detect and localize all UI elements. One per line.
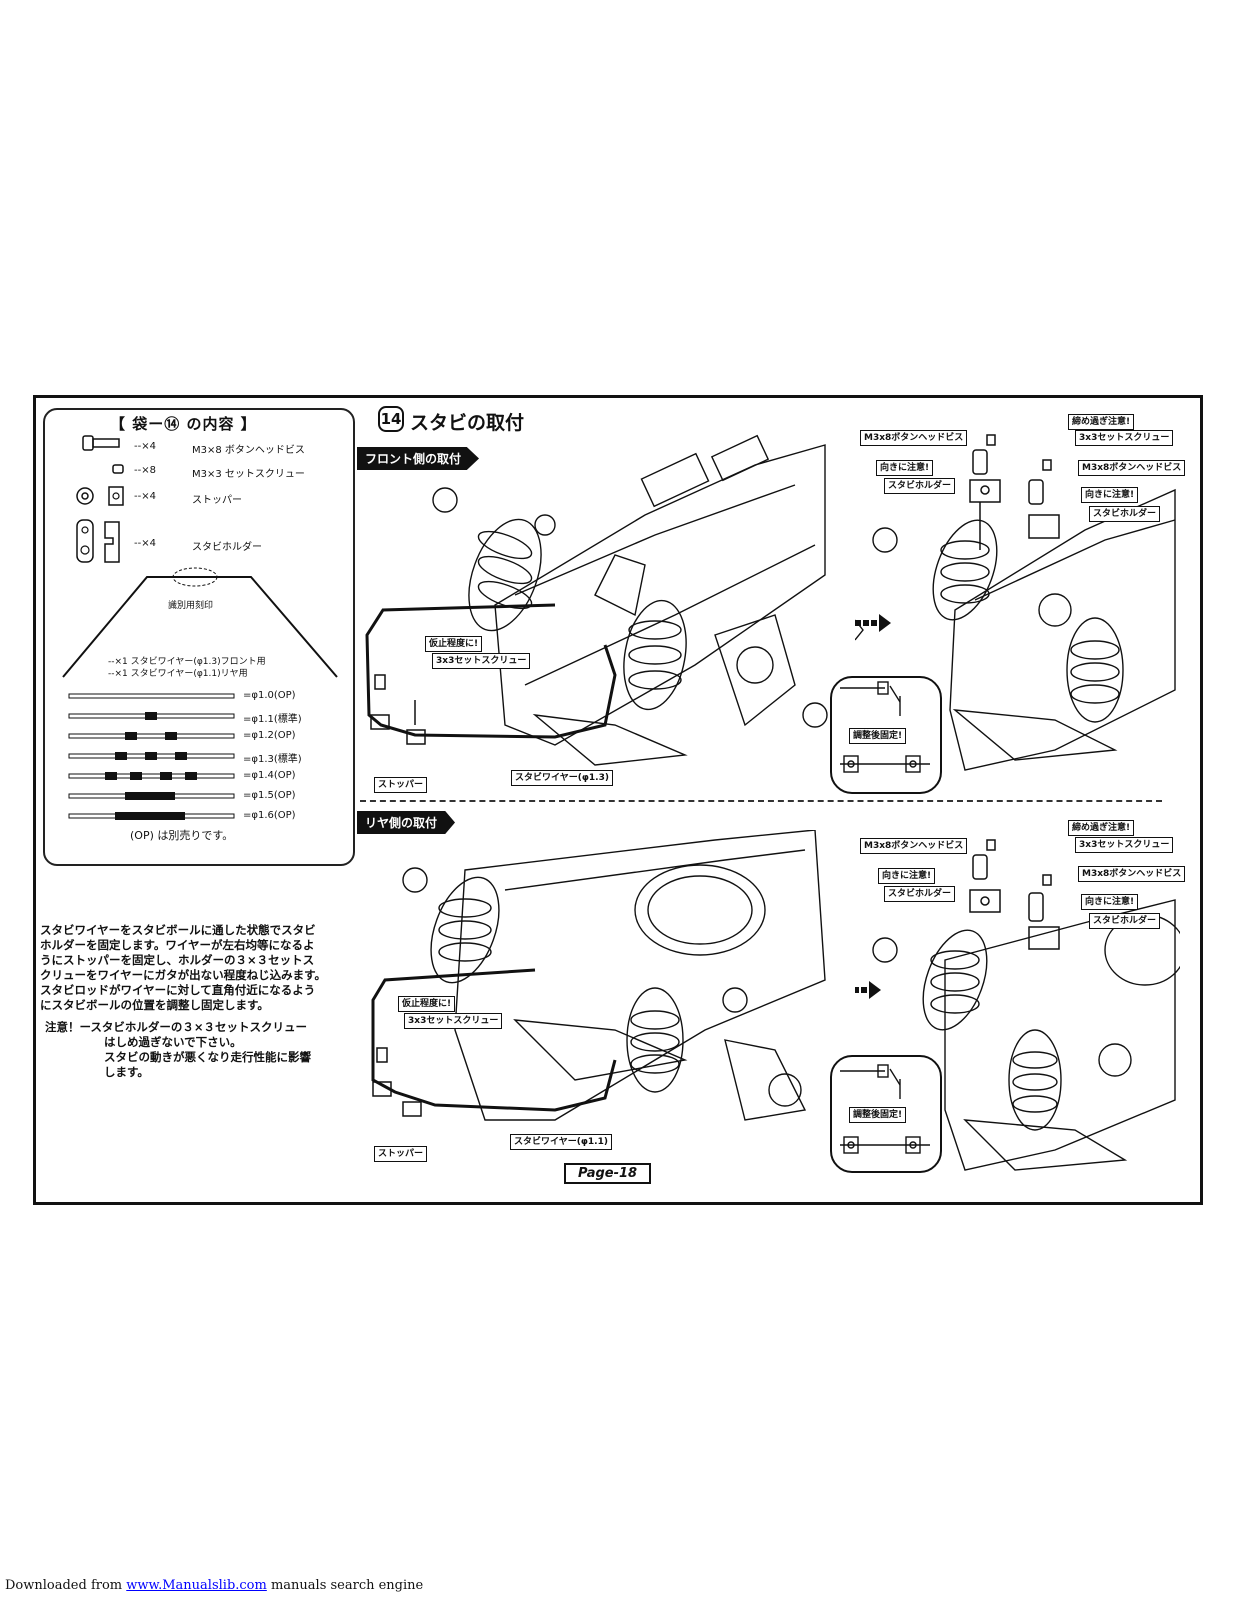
wire-bar-1 — [68, 693, 235, 699]
step-number: 14 — [378, 406, 404, 432]
rear-wire-label: スタビワイヤー(φ1.1) — [510, 1134, 612, 1150]
footer-prefix: Downloaded from — [5, 1578, 127, 1593]
wire-front-qty: --×1 スタビワイヤー(φ1.3)フロント用 — [108, 657, 266, 667]
footer-suffix: manuals search engine — [266, 1578, 424, 1593]
front-installed-illustration — [855, 488, 1176, 771]
rear-assembly-illustration — [371, 830, 826, 1121]
manual-page-frame — [33, 395, 1203, 1205]
button-head-screw-icon — [82, 435, 120, 451]
rear-direction-a: 向きに注意! — [878, 868, 936, 884]
op-note: (OP) は別売りです。 — [130, 829, 234, 842]
rear-arrow-icon — [855, 981, 881, 999]
page-number: Page-18 — [564, 1163, 652, 1184]
wire-label-5: =φ1.4(OP) — [243, 770, 296, 781]
front-button-head-a: M3x8ボタンヘッドビス — [860, 430, 968, 446]
warning-line-4: します。 — [104, 1065, 149, 1079]
rear-fix-after: 調整後固定! — [849, 1107, 907, 1123]
rear-holder-b: スタビホルダー — [1089, 913, 1161, 929]
stopper-icon — [76, 486, 124, 506]
rear-holder-parts — [969, 839, 1060, 950]
front-set-screw-label: 3x3セットスクリュー — [432, 653, 531, 669]
stabi-holder-icon — [76, 519, 120, 563]
id-mark-label: 識別用刻印 — [168, 601, 214, 611]
wire-label-6: =φ1.5(OP) — [243, 790, 296, 801]
front-temp-fix-label: 仮止程度に! — [425, 636, 483, 652]
instruction-text: スタビワイヤーをスタビボールに通した状態でスタビ ホルダーを固定します。ワイヤー… — [40, 923, 327, 1012]
rear-no-overtighten: 締め過ぎ注意! — [1068, 820, 1135, 836]
download-footer: Downloaded from www.Manualslib.com manua… — [5, 1578, 423, 1593]
part-name-4: スタビホルダー — [192, 542, 262, 553]
front-section-tag: フロント側の取付 — [357, 447, 480, 470]
wire-label-1: =φ1.0(OP) — [243, 690, 296, 701]
set-screw-icon — [112, 464, 124, 474]
warning-line-3: スタビの動きが悪くなり走行性能に影響 — [104, 1050, 311, 1064]
part-qty-4: --×4 — [134, 538, 156, 549]
wire-bar-7 — [68, 812, 235, 820]
front-holder-parts — [969, 434, 1060, 550]
part-name-2: M3×3 セットスクリュー — [192, 469, 305, 480]
front-stopper-label: ストッパー — [374, 777, 428, 793]
manualslib-link[interactable]: www.Manualslib.com — [126, 1578, 267, 1593]
front-fix-after: 調整後固定! — [849, 728, 907, 744]
wire-label-4: =φ1.3(標準) — [243, 754, 302, 765]
wire-bar-5 — [68, 772, 235, 780]
front-arrow-icon — [855, 614, 891, 632]
parts-title: 【 袋ー⑭ の内容 】 — [110, 415, 257, 433]
rear-holder-a: スタビホルダー — [884, 886, 956, 902]
wire-bar-2 — [68, 712, 235, 720]
warning-line-2: はしめ過ぎないで下さい。 — [104, 1035, 242, 1049]
front-assembly-illustration — [365, 434, 828, 766]
rear-set-screw-label: 3x3セットスクリュー — [404, 1013, 503, 1029]
front-no-overtighten: 締め過ぎ注意! — [1068, 414, 1135, 430]
warning-line-1: 注意！ースタビホルダーの３×３セットスクリュー — [45, 1020, 308, 1034]
front-button-head-b: M3x8ボタンヘッドビス — [1078, 460, 1186, 476]
front-direction-b: 向きに注意! — [1081, 487, 1139, 503]
front-holder-a: スタビホルダー — [884, 478, 956, 494]
rear-section-tag: リヤ側の取付 — [357, 811, 456, 834]
parts-icons — [76, 435, 124, 563]
parts-list-box — [43, 408, 355, 866]
wire-bar-6 — [68, 792, 235, 800]
wire-label-7: =φ1.6(OP) — [243, 810, 296, 821]
part-name-1: M3×8 ボタンヘッドビス — [192, 445, 305, 456]
step-title: スタビの取付 — [410, 412, 525, 434]
wire-bar-3 — [68, 732, 235, 740]
front-holder-b: スタビホルダー — [1089, 506, 1161, 522]
wire-bar-4 — [68, 752, 235, 760]
wire-label-2: =φ1.1(標準) — [243, 714, 302, 725]
rear-installed-illustration — [855, 899, 1180, 1171]
rear-stopper-label: ストッパー — [374, 1146, 428, 1162]
wire-label-3: =φ1.2(OP) — [243, 730, 296, 741]
rear-inset-drawing — [840, 1064, 930, 1154]
rear-temp-fix-label: 仮止程度に! — [398, 996, 456, 1012]
rear-direction-b: 向きに注意! — [1081, 894, 1139, 910]
part-qty-1: --×4 — [134, 441, 156, 452]
section-divider — [360, 800, 1162, 802]
wire-rear-qty: --×1 スタビワイヤー(φ1.1)リヤ用 — [108, 669, 248, 679]
rear-button-head-a: M3x8ボタンヘッドビス — [860, 838, 968, 854]
part-name-3: ストッパー — [192, 495, 242, 506]
front-direction-a: 向きに注意! — [876, 460, 934, 476]
stabi-wire-diagram — [62, 567, 338, 678]
rear-button-head-b: M3x8ボタンヘッドビス — [1078, 866, 1186, 882]
part-qty-3: --×4 — [134, 491, 156, 502]
front-wire-label: スタビワイヤー(φ1.3) — [511, 770, 613, 786]
part-qty-2: --×8 — [134, 465, 156, 476]
front-set-screw-right: 3x3セットスクリュー — [1075, 430, 1174, 446]
rear-set-screw-right: 3x3セットスクリュー — [1075, 837, 1174, 853]
front-inset-drawing — [840, 681, 930, 773]
